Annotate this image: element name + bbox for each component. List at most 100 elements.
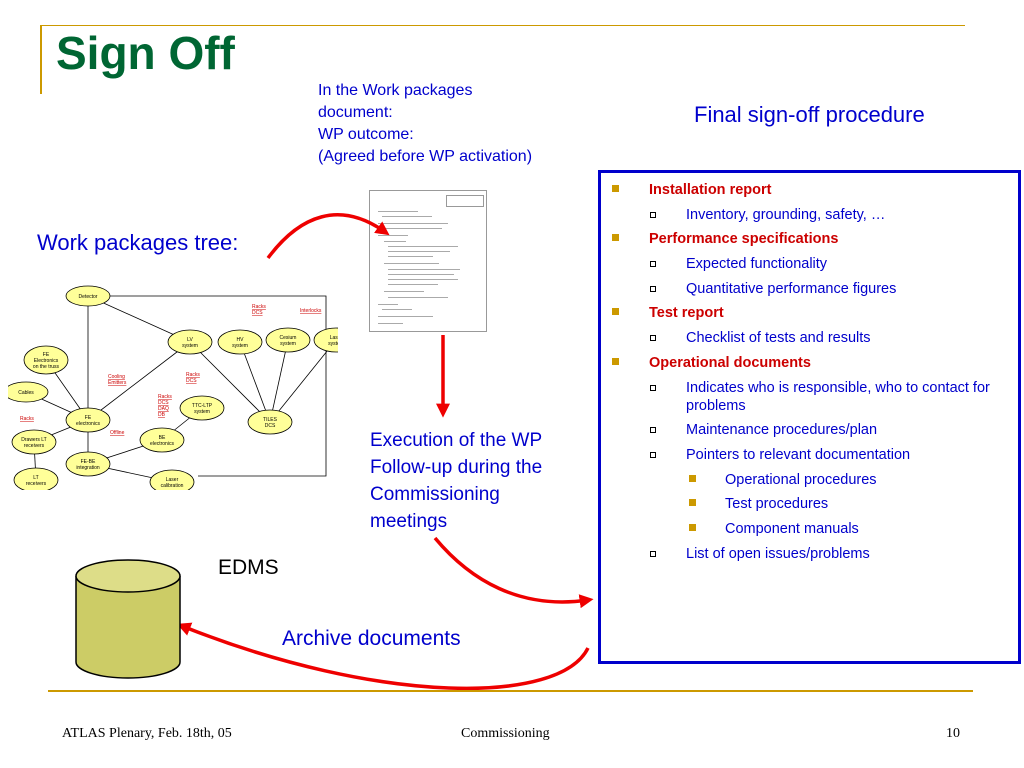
procedure-to-edms-arrow	[176, 622, 590, 691]
tree-edge	[87, 341, 191, 421]
tree-node-label: TILES	[263, 417, 278, 423]
tree-node-label: electronics	[150, 441, 174, 447]
tree-node-label: receivers	[26, 481, 47, 487]
final-signoff-title: Final sign-off procedure	[694, 102, 925, 127]
procedure-item-text: Test report	[649, 305, 724, 322]
procedure-item-text: Operational documents	[649, 354, 811, 371]
tree-node-label: FE	[85, 415, 92, 421]
tree-node-label: Electronics	[34, 358, 59, 364]
procedure-item-level-2: Pointers to relevant documentation	[601, 446, 1018, 464]
tree-node-label: Cables	[18, 390, 34, 396]
tree-node-label: LV	[187, 337, 193, 343]
title-accent-bar	[40, 26, 42, 94]
tree-node-label: calibration	[161, 483, 184, 489]
tree-tag-label: DAQ	[158, 406, 169, 412]
tree-edge	[239, 341, 271, 423]
wp-tree-label: Work packages tree:	[37, 230, 239, 255]
tree-tag-label: DB	[158, 412, 166, 418]
tree-node-label: Laser	[330, 335, 338, 341]
execution-line: Execution of the WP	[370, 430, 543, 451]
procedure-item-text: Pointers to relevant documentation	[686, 446, 911, 463]
tree-node-label: integration	[76, 465, 100, 471]
title-rule	[40, 25, 965, 26]
hollow-square-bullet-icon	[650, 384, 656, 391]
hollow-square-bullet-icon	[650, 550, 656, 557]
tree-node-label: electronics	[76, 421, 100, 427]
procedure-item-text: Inventory, grounding, safety, …	[686, 206, 886, 223]
tree-node-label: system	[328, 341, 338, 347]
procedure-item-text: Performance specifications	[649, 231, 839, 248]
tree-edge	[189, 341, 271, 423]
tree-tag-label: Interlocks	[300, 308, 322, 314]
hollow-square-bullet-icon	[650, 451, 656, 458]
tree-node-cables: Cables	[8, 381, 49, 403]
tree-node-detector: Detector	[65, 285, 111, 307]
tree-tag-label: DCS	[252, 310, 263, 316]
procedure-item-text: Operational procedures	[725, 471, 877, 488]
hollow-square-bullet-icon	[650, 261, 656, 268]
tree-node-label: system	[232, 343, 248, 349]
footer-left: ATLAS Plenary, Feb. 18th, 05	[62, 726, 232, 741]
hollow-square-bullet-icon	[650, 427, 656, 434]
tree-tag-label: Cooling	[108, 374, 125, 380]
square-bullet-icon	[612, 308, 619, 316]
tree-frame-line	[108, 295, 327, 477]
procedure-item-level-2: Inventory, grounding, safety, …	[601, 206, 1018, 224]
hollow-square-bullet-icon	[650, 211, 656, 218]
tree-tag-label: Emitters	[108, 380, 127, 386]
procedure-item-text: Indicates who is responsible, who to con…	[686, 379, 990, 414]
wp-note-line: WP outcome:	[318, 126, 414, 143]
tree-node-label: Cesium	[280, 335, 297, 341]
procedure-item-text: Component manuals	[725, 520, 859, 537]
procedure-item-text: Test procedures	[725, 496, 829, 513]
tree-node-label: DCS	[265, 423, 276, 429]
tree-tag-label: Racks	[20, 416, 34, 422]
edms-label: EDMS	[218, 556, 279, 579]
hollow-square-bullet-icon	[650, 335, 656, 342]
procedure-item-text: Checklist of tests and results	[686, 330, 871, 347]
execution-line: Commissioning	[370, 484, 500, 505]
tree-tag-label: Racks	[186, 372, 200, 378]
execution-text: Execution of the WP Follow-up during the…	[370, 427, 590, 535]
tree-node-label: receivers	[24, 443, 45, 449]
square-bullet-icon	[689, 499, 696, 507]
procedure-item-level-2: Checklist of tests and results	[601, 329, 1018, 347]
tree-node-label: HV	[237, 337, 245, 343]
procedure-item-level-1: Operational documents	[601, 354, 1018, 372]
procedure-item-text: Expected functionality	[686, 256, 828, 273]
slide-title: Sign Off	[56, 27, 235, 79]
tree-node-label: LT	[33, 475, 38, 481]
archive-label: Archive documents	[282, 627, 461, 650]
tree-node-label: Drawers LT	[21, 437, 46, 443]
procedure-item-text: Quantitative performance figures	[686, 280, 897, 297]
edms-cylinder-icon	[75, 559, 181, 679]
square-bullet-icon	[612, 357, 619, 365]
square-bullet-icon	[612, 234, 619, 242]
procedure-item-level-2: Quantitative performance figures	[601, 280, 1018, 298]
procedure-item-text: Installation report	[649, 182, 772, 198]
square-bullet-icon	[689, 523, 696, 531]
execution-to-procedure-arrow	[433, 536, 594, 609]
procedure-item-text: List of open issues/problems	[686, 545, 870, 562]
wp-note-line: document:	[318, 104, 393, 121]
tree-node-label: system	[194, 409, 210, 415]
tree-node-label: Detector	[79, 294, 98, 300]
footer-rule	[48, 690, 973, 692]
square-bullet-icon	[612, 185, 619, 192]
